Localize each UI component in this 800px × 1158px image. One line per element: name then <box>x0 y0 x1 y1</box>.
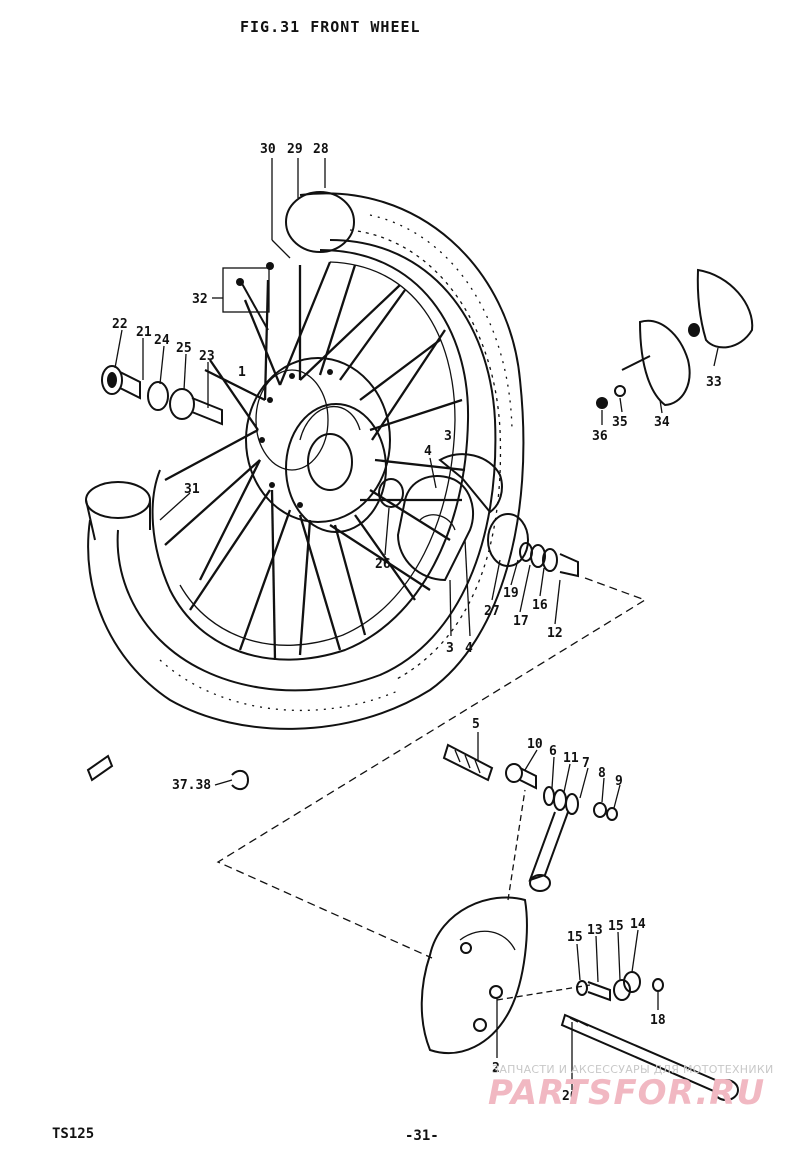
rim <box>151 249 470 661</box>
callout-7: 7 <box>582 756 590 771</box>
leader-lines <box>114 158 719 1090</box>
callout-4-upper: 4 <box>424 444 432 459</box>
callout-35: 35 <box>612 415 628 430</box>
tire <box>85 191 525 730</box>
callout-2: 2 <box>492 1061 500 1076</box>
callout-21: 21 <box>136 325 152 340</box>
callout-26: 26 <box>375 557 391 572</box>
callout-30: 30 <box>260 142 276 157</box>
callout-23: 23 <box>199 349 215 364</box>
tire-cut-end-upper <box>285 191 355 253</box>
tube-33 <box>696 268 754 349</box>
seal-27 <box>487 513 529 567</box>
callout-24: 24 <box>154 333 170 348</box>
watermark-tagline: ЗАПЧАСТИ И АКСЕССУАРЫ ДЛЯ МОТОТЕХНИКИ <box>492 1063 774 1076</box>
axle <box>560 971 739 1101</box>
callout-29: 29 <box>287 142 303 157</box>
assembly-lines <box>216 577 647 1001</box>
brake-panel <box>420 896 528 1055</box>
callout-4-lower: 4 <box>465 641 473 656</box>
valve-cap-32 <box>222 262 274 331</box>
callout-33: 33 <box>706 375 722 390</box>
small-parts <box>86 754 250 791</box>
callout-34: 34 <box>654 415 670 430</box>
callout-32: 32 <box>192 292 208 307</box>
left-axle-parts <box>101 365 223 426</box>
callout-16: 16 <box>532 598 548 613</box>
tube-valve-parts <box>596 268 754 409</box>
callout-14: 14 <box>630 917 646 932</box>
callout-27: 27 <box>484 604 500 619</box>
callout-19: 19 <box>503 586 519 601</box>
callout-20: 20 <box>562 1089 578 1104</box>
callout-1: 1 <box>238 365 246 380</box>
callout-37-38: 37.38 <box>172 778 211 793</box>
callout-18: 18 <box>650 1013 666 1028</box>
callout-36: 36 <box>592 429 608 444</box>
callout-25: 25 <box>176 341 192 356</box>
page-number: -31- <box>405 1128 439 1144</box>
figure-title: FIG.31 FRONT WHEEL <box>240 18 421 36</box>
brake-cam-parts <box>442 743 618 892</box>
callout-3-upper: 3 <box>444 429 452 444</box>
callout-13: 13 <box>587 923 603 938</box>
callout-8: 8 <box>598 766 606 781</box>
rim-band-34 <box>638 319 691 407</box>
callout-5: 5 <box>472 717 480 732</box>
brake-shoes <box>378 453 579 582</box>
callout-11: 11 <box>563 751 579 766</box>
callout-6: 6 <box>549 744 557 759</box>
callout-22: 22 <box>112 317 128 332</box>
model-code: TS125 <box>52 1126 95 1142</box>
callout-28: 28 <box>313 142 329 157</box>
callout-10: 10 <box>527 737 543 752</box>
spacer-26 <box>378 478 404 508</box>
callout-labels: 30 29 28 32 22 21 24 25 23 1 31 26 4 3 3… <box>112 142 722 1104</box>
spokes <box>164 261 466 661</box>
watermark-brand: PARTSFOR.RU <box>488 1073 766 1113</box>
callout-31: 31 <box>184 482 200 497</box>
callout-12: 12 <box>547 626 563 641</box>
hub <box>245 357 391 533</box>
callout-3-lower: 3 <box>446 641 454 656</box>
callout-15-left: 15 <box>567 930 583 945</box>
callout-17: 17 <box>513 614 529 629</box>
tire-cut-end-lower <box>85 481 151 519</box>
callout-9: 9 <box>615 774 623 789</box>
callout-15-right: 15 <box>608 919 624 934</box>
